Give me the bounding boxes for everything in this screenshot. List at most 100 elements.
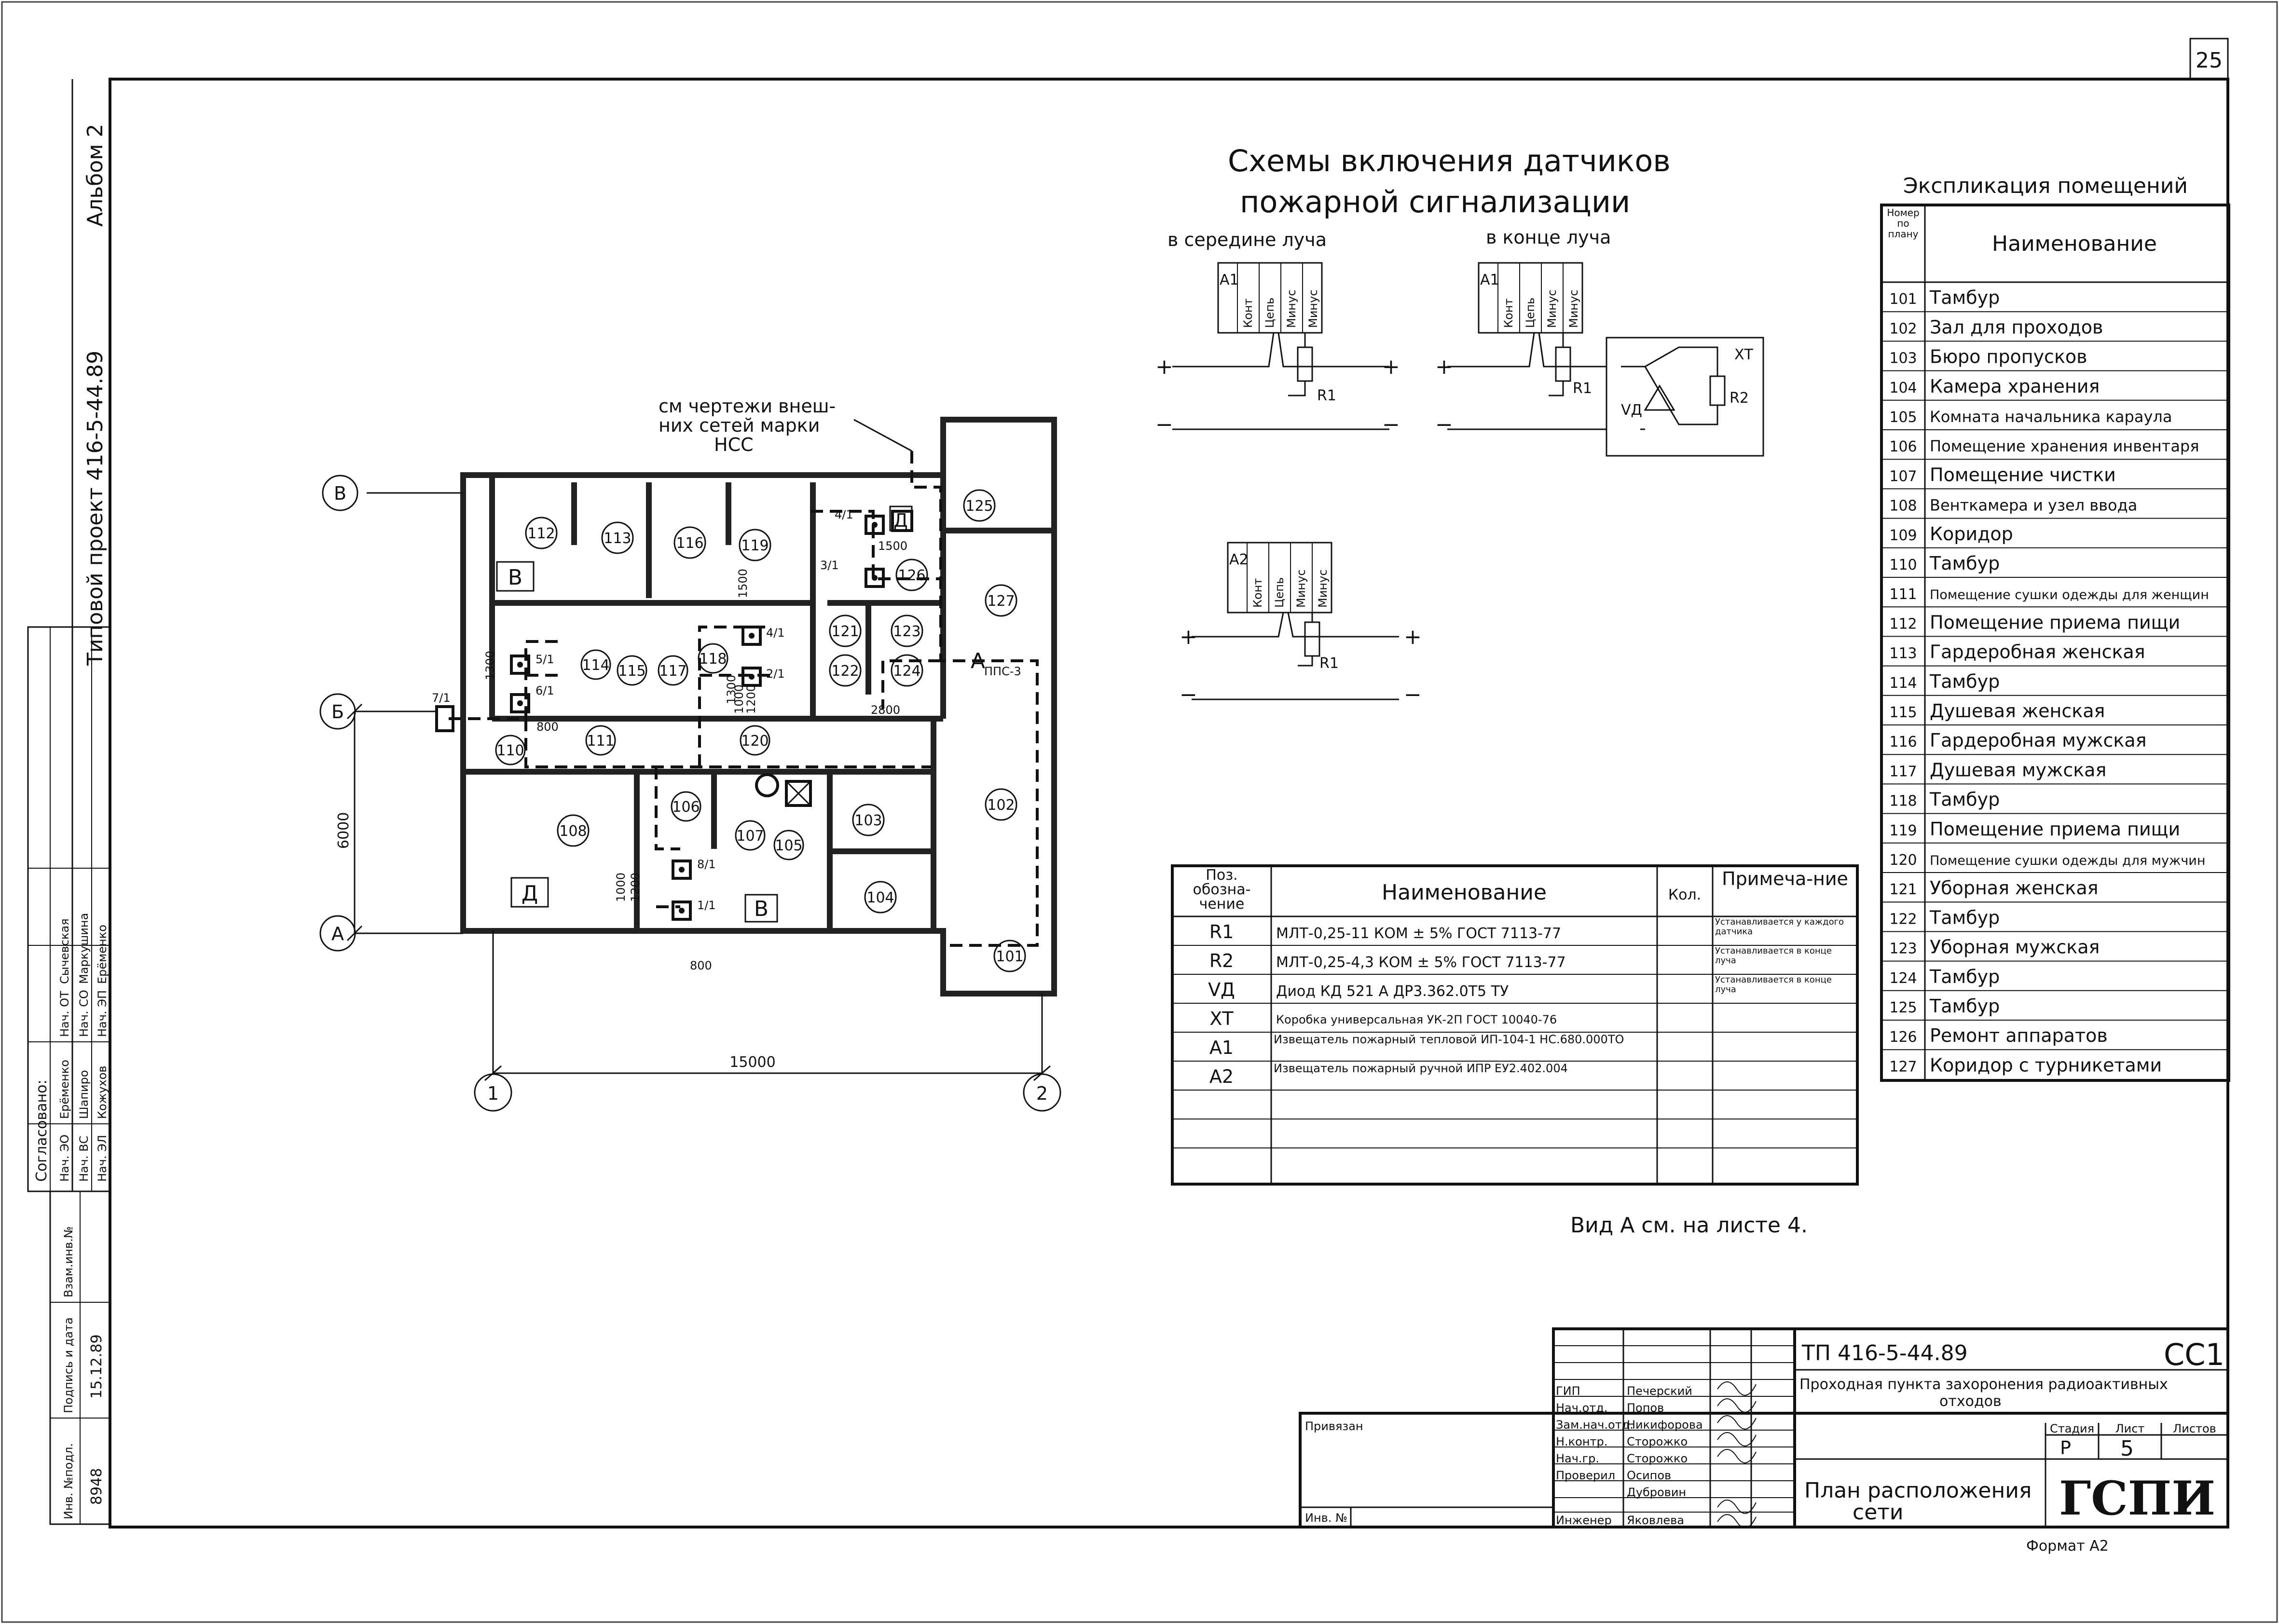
- svg-text:122: 122: [831, 663, 859, 680]
- svg-text:Конт: Конт: [1241, 299, 1255, 328]
- spec-pos: А2: [1209, 1066, 1234, 1087]
- box-v2-label: В: [754, 897, 769, 921]
- alarm-loop: [881, 659, 941, 709]
- spec-name: Извещатель пожарный тепловой ИП-104-1 НС…: [1274, 1033, 1624, 1046]
- explication-room-name: Душевая мужская: [1930, 759, 2106, 780]
- explication-room-name: Гардеробная мужская: [1930, 730, 2147, 751]
- stamp-name: Шапиро: [77, 1070, 91, 1119]
- dim-tick: [346, 925, 363, 942]
- svg-text:108: 108: [559, 823, 587, 840]
- staff-name: Попов: [1627, 1401, 1664, 1415]
- stamp-role: Нач. ЭЛ: [96, 1135, 109, 1182]
- room-bubble: 105: [773, 830, 804, 860]
- wire: [1288, 333, 1306, 396]
- spec-note: Устанавливается в конце луча: [1715, 975, 1832, 995]
- svg-text:Конт: Конт: [1251, 578, 1264, 608]
- inv-label: Инв. №подл.: [62, 1443, 75, 1519]
- sensor-block: [1217, 262, 1323, 334]
- staff-role: Зам.нач.отд.: [1556, 1418, 1634, 1432]
- signature: [1717, 1500, 1757, 1514]
- sheets-label: Листов: [2173, 1422, 2216, 1435]
- detector: [672, 901, 692, 921]
- r1-label: R1: [1573, 380, 1592, 397]
- room-bubble: 112: [525, 517, 558, 549]
- signature: [1717, 1514, 1757, 1528]
- sensor-tag: А2: [1229, 551, 1249, 568]
- explication-room-num: 104: [1889, 380, 1917, 396]
- left-margin: Альбом 2 Типовой проект 416-5-44.89 Согл…: [27, 79, 111, 1525]
- spec-name: МЛТ-0,25-4,3 КОМ ± 5% ГОСТ 7113-77: [1276, 954, 1566, 971]
- detector: [741, 626, 762, 646]
- svg-text:123: 123: [893, 623, 920, 640]
- room-bubble: 121: [829, 614, 862, 647]
- stamp-name: Сычевская: [58, 918, 71, 984]
- room-bubble: 115: [617, 655, 647, 686]
- stamp-role: Нач. ЭО: [58, 1134, 71, 1182]
- svg-text:113: 113: [604, 530, 631, 547]
- explication-room-name: Тамбур: [1929, 966, 2000, 987]
- svg-text:Минус: Минус: [1306, 290, 1320, 328]
- view-a-label: А: [971, 649, 985, 673]
- dim-label: 1000: [732, 684, 746, 714]
- dim-label: 800: [690, 959, 712, 972]
- dim-label: 1200: [629, 873, 642, 902]
- vd-label: VД: [1621, 402, 1642, 419]
- plan-note-line: них сетей марки: [659, 415, 820, 436]
- inv-value: 8948: [88, 1468, 105, 1505]
- staff-name: Осипов: [1627, 1469, 1671, 1482]
- explication-room-name: Гардеробная женская: [1930, 641, 2145, 663]
- wire: [1298, 613, 1313, 667]
- explication-room-num: 114: [1889, 675, 1917, 692]
- sensor-block: [1478, 262, 1583, 334]
- room-bubble: 113: [601, 521, 634, 554]
- album-label: Альбом 2: [83, 124, 108, 227]
- staff-role: Нач.отд.: [1556, 1401, 1607, 1415]
- svg-text:117: 117: [659, 663, 686, 680]
- explication-room-num: 120: [1889, 852, 1917, 869]
- explication-room-name: Тамбур: [1929, 671, 2000, 692]
- vzam-label: Взам.инв.№: [62, 1226, 75, 1297]
- spec-pos: VД: [1208, 979, 1235, 1000]
- note-leader: [853, 419, 912, 452]
- room-bubble: 124: [891, 654, 923, 687]
- dim-height-label: 6000: [335, 812, 352, 849]
- plus-sign: +: [1435, 355, 1453, 379]
- svg-text:2: 2: [1036, 1083, 1048, 1104]
- spec-pos: А1: [1209, 1037, 1234, 1058]
- explication-room-num: 127: [1889, 1058, 1917, 1075]
- room-bubble: 116: [673, 526, 706, 559]
- axis-bubble-v: В: [322, 475, 358, 511]
- detector: [672, 860, 692, 880]
- minus-sign: −: [1382, 412, 1400, 437]
- spec-header-note-text: Примеча-ние: [1722, 868, 1848, 889]
- explication-room-num: 126: [1889, 1029, 1917, 1046]
- explication-room-num: 116: [1889, 734, 1917, 751]
- room-bubble: 110: [495, 735, 526, 765]
- mark-label: 4/1: [766, 626, 785, 640]
- explication-table: Экспликация помещений Номер по плану Наи…: [1880, 174, 2230, 1082]
- spec-name: Диод КД 521 А ДР3.362.0Т5 ТУ: [1276, 983, 1509, 1000]
- explication-room-name: Тамбур: [1929, 287, 2000, 308]
- detector: [741, 667, 762, 687]
- explication-room-name: Тамбур: [1929, 996, 2000, 1017]
- stamp-name: Маркушина: [77, 913, 91, 984]
- spec-note: Устанавливается у каждого датчика: [1715, 917, 1844, 937]
- svg-text:120: 120: [741, 733, 769, 750]
- svg-text:Минус: Минус: [1316, 570, 1330, 608]
- explication-room-num: 105: [1889, 409, 1917, 426]
- mark-label: 7/1: [432, 691, 451, 705]
- spec-pos: R2: [1209, 950, 1234, 971]
- room-bubble: 114: [580, 649, 611, 680]
- wire: [1447, 332, 1606, 368]
- stage-label: Стадия: [2050, 1422, 2094, 1435]
- schemes-title: Схемы включения датчиков: [1228, 143, 1671, 178]
- r1-label: R1: [1319, 655, 1339, 672]
- spec-pos: R1: [1209, 921, 1234, 942]
- dim-label: 1500: [736, 569, 750, 598]
- project-code: ТП 416-5-44.89: [1801, 1341, 1968, 1365]
- svg-text:Цепь: Цепь: [1263, 298, 1277, 328]
- floor-plan: В Д В Д А 112 113 116 119 125 126 127 12…: [319, 396, 1061, 1112]
- svg-text:114: 114: [582, 657, 609, 674]
- explication-room-name: Тамбур: [1929, 907, 2000, 928]
- agreed-label: Согласовано:: [33, 1079, 50, 1182]
